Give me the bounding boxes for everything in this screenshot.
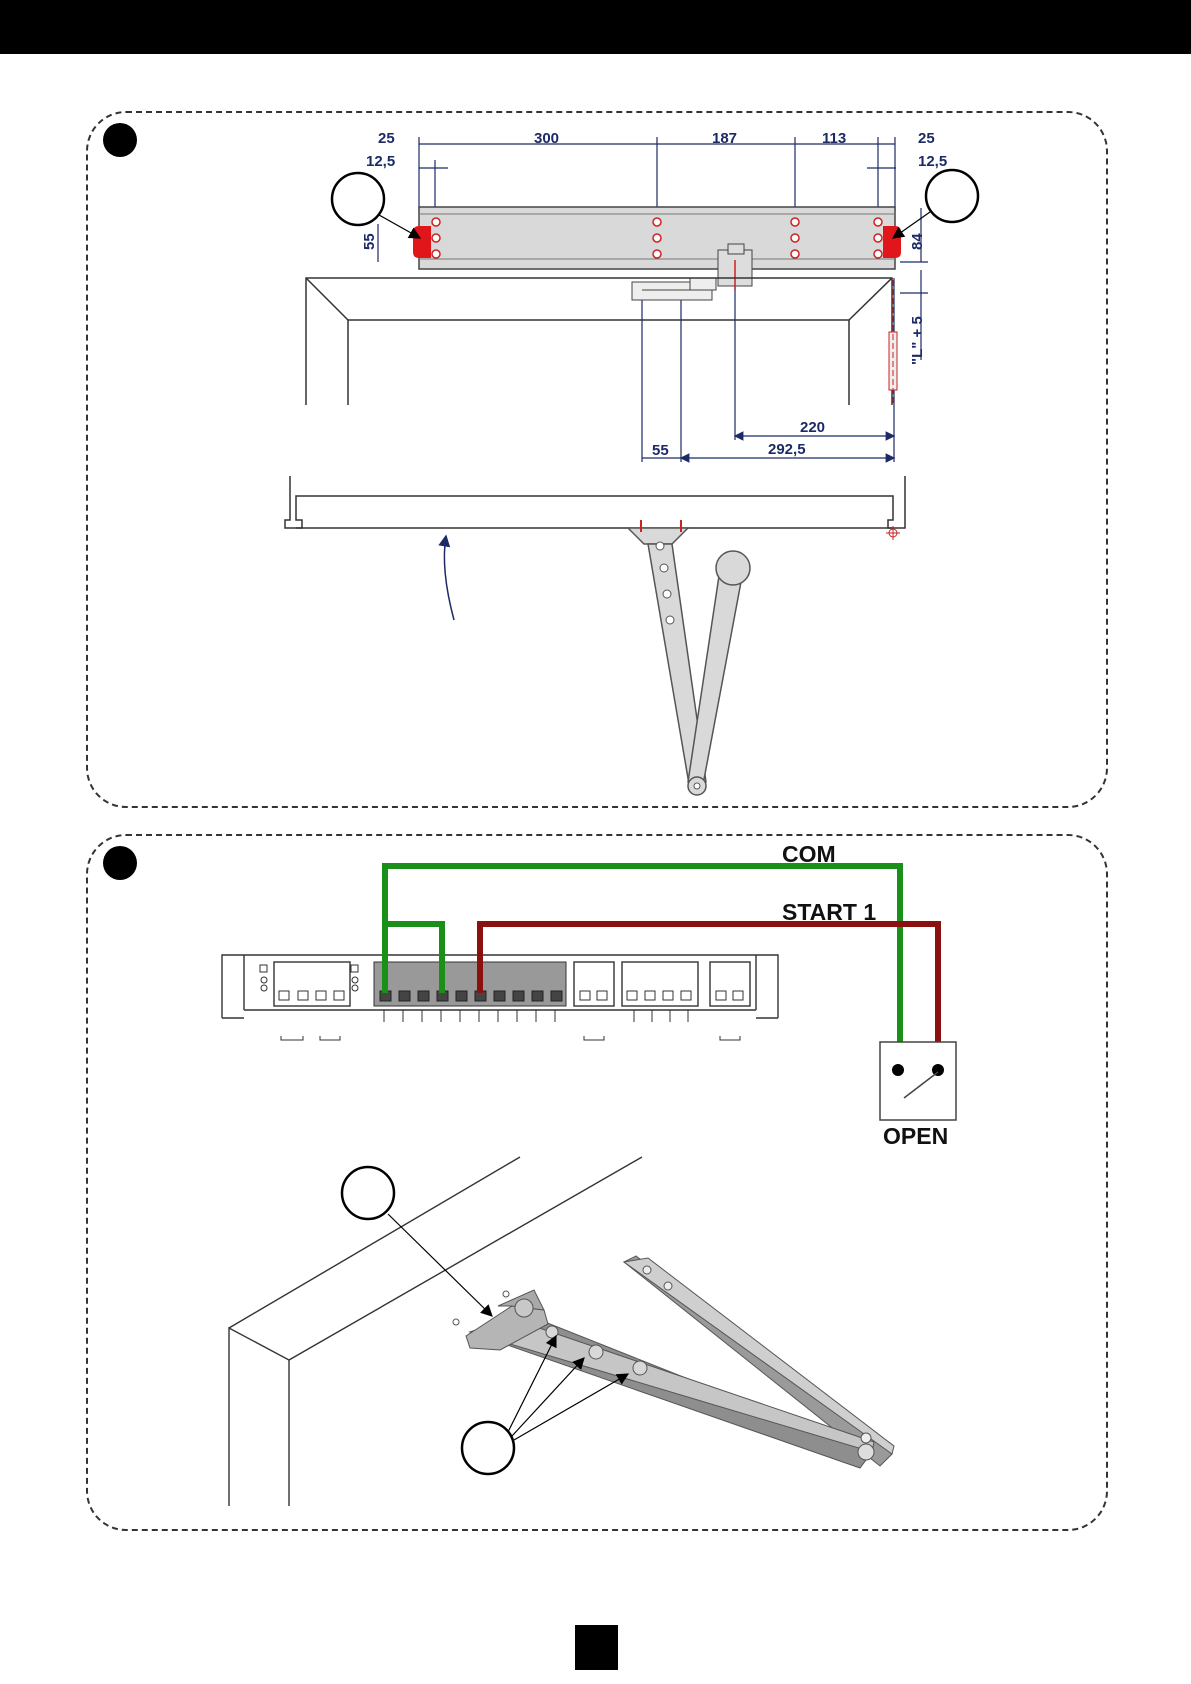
- door-leaf-section: [285, 476, 905, 528]
- articulated-arm: [628, 528, 750, 795]
- dim-300: 300: [534, 130, 559, 147]
- dim-12-5-left: 12,5: [366, 153, 395, 170]
- dim-25-left: 25: [378, 130, 395, 147]
- callout-circle-left: [332, 173, 384, 225]
- com-label: COM: [782, 841, 836, 867]
- dim-l-plus-5: "L" + 5: [909, 316, 926, 365]
- dim-220: 220: [800, 419, 825, 436]
- callout-circle-screws: [462, 1422, 514, 1474]
- dim-55-width: 55: [652, 442, 669, 459]
- dim-292-5: 292,5: [768, 441, 806, 458]
- dim-187: 187: [712, 130, 737, 147]
- open-label: OPEN: [883, 1123, 948, 1149]
- com-wire: [385, 866, 900, 1042]
- isometric-door-frame: [229, 1157, 642, 1506]
- start-1-label: START 1: [782, 899, 876, 925]
- open-button-box: [880, 1042, 956, 1120]
- dim-113: 113: [822, 130, 846, 147]
- wiring-diagram: COM START 1 OPEN: [222, 841, 956, 1506]
- opening-direction-arrow: [444, 536, 454, 620]
- callout-circle-bracket: [342, 1167, 394, 1219]
- dim-25-right: 25: [918, 130, 935, 147]
- dim-12-5-right: 12,5: [918, 153, 947, 170]
- dim-84-height: 84: [909, 233, 926, 250]
- dim-55-height: 55: [361, 233, 378, 250]
- door-frame: [306, 278, 892, 405]
- isometric-arm: [453, 1256, 894, 1468]
- page-number-box: [575, 1625, 618, 1670]
- top-view-drawing: 25 300 187 113 25 12,5 12,5 55 84 "L" + …: [285, 130, 978, 795]
- callout-circle-right: [926, 170, 978, 222]
- end-cap-left: [413, 226, 431, 258]
- end-cap-right: [883, 226, 901, 258]
